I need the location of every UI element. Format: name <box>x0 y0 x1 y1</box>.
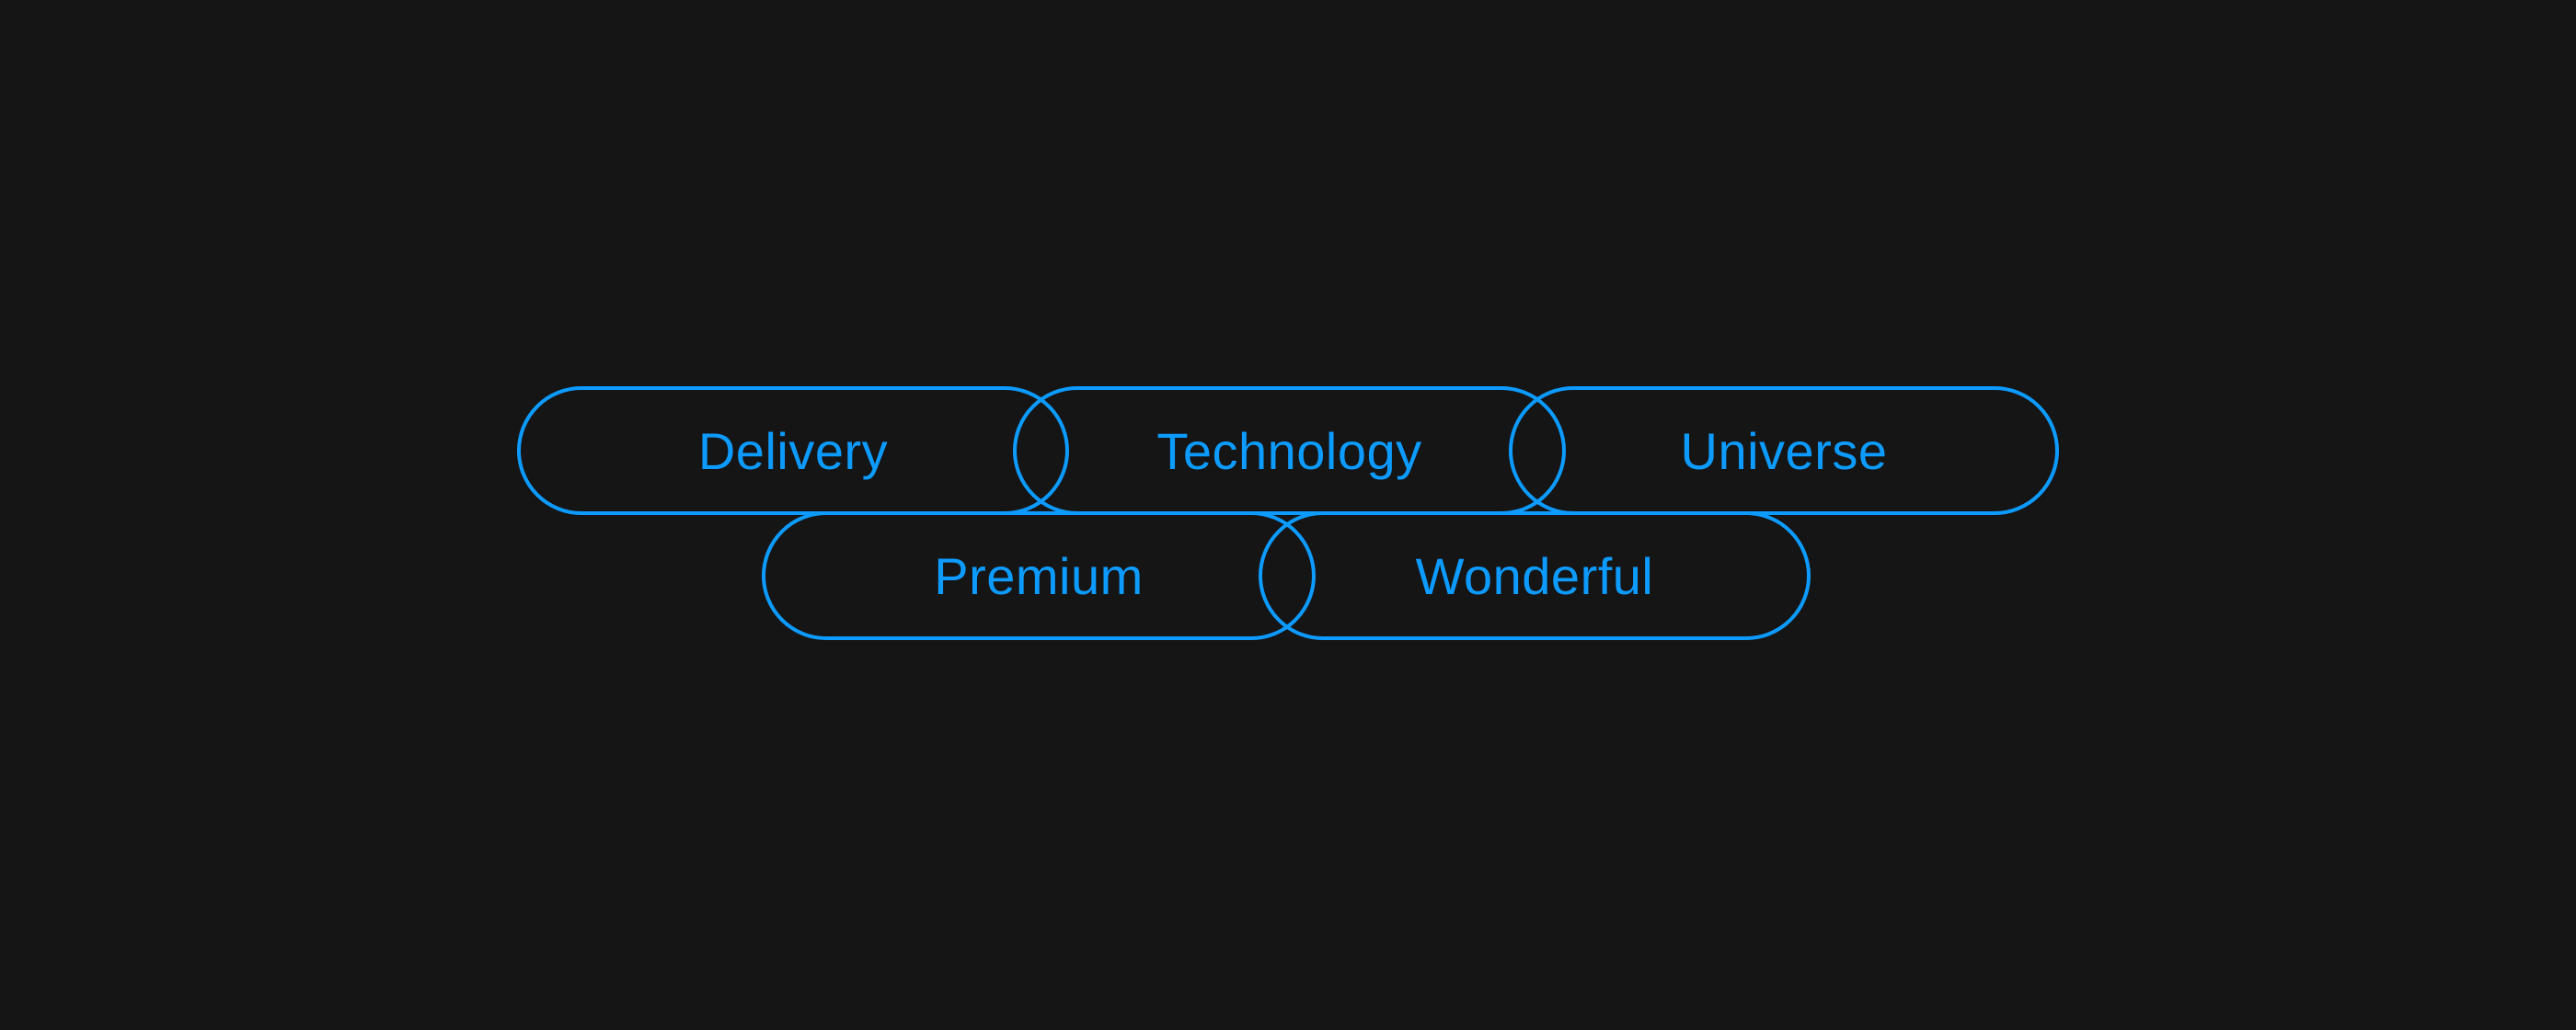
chip-delivery[interactable]: Delivery <box>517 386 1069 515</box>
chip-delivery-label: Delivery <box>697 422 889 480</box>
chip-technology[interactable]: Technology <box>1013 386 1566 515</box>
chip-wonderful-label: Wonderful <box>1415 547 1654 605</box>
chip-technology-label: Technology <box>1156 422 1422 480</box>
chip-universe-label: Universe <box>1680 422 1888 480</box>
chip-wonderful[interactable]: Wonderful <box>1259 511 1811 640</box>
chip-premium[interactable]: Premium <box>762 511 1316 640</box>
chip-universe[interactable]: Universe <box>1509 386 2059 515</box>
chip-premium-label: Premium <box>934 547 1144 605</box>
